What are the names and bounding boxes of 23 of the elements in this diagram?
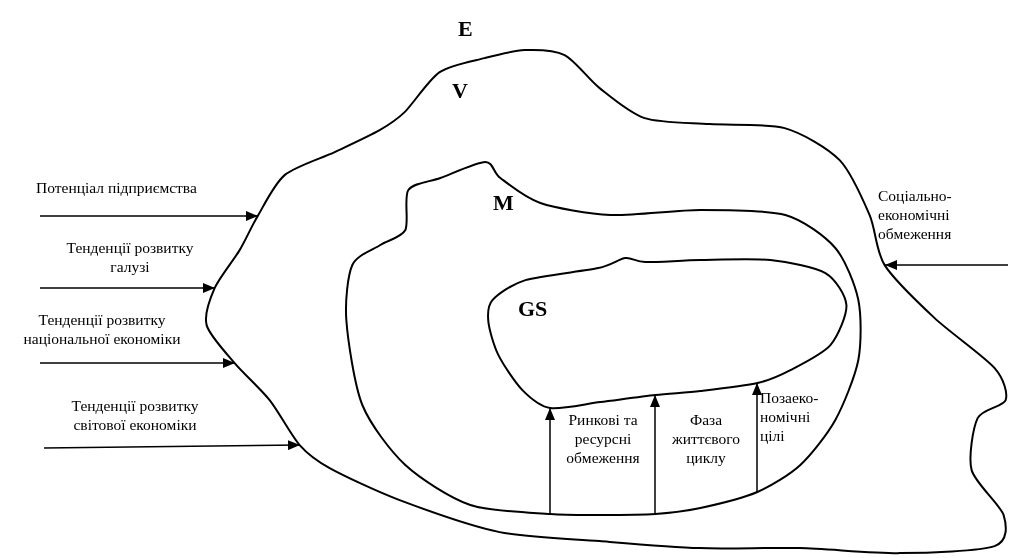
region-outline <box>205 48 1008 554</box>
region-outline <box>344 161 862 516</box>
arrow <box>545 407 555 515</box>
arrow <box>752 382 762 493</box>
region-label: V <box>452 80 468 102</box>
arrow <box>39 358 236 368</box>
edge-label: Соціально-економічні обмеження <box>878 186 953 243</box>
arrow <box>39 283 216 293</box>
edge-label: Тенденції розвитку світової економіки <box>70 396 200 434</box>
edge-label: Ринкові та ресурсні обмеження <box>565 410 641 467</box>
arrow <box>650 394 660 515</box>
arrow <box>884 260 1009 270</box>
edge-label: Фаза життєвого циклу <box>671 410 741 467</box>
edge-label: Потенціал підприємства <box>36 178 198 197</box>
region-label: E <box>458 18 473 40</box>
edge-label: Тенденції розвитку національної економіки <box>22 310 182 348</box>
arrow <box>39 211 259 221</box>
arrow <box>43 440 301 451</box>
region-label: GS <box>517 297 548 320</box>
edge-label: Позаеко-номічні цілі <box>760 388 820 445</box>
edge-label: Тенденції розвитку галузі <box>65 238 195 276</box>
region-outline <box>486 256 847 410</box>
region-label: M <box>493 192 514 214</box>
